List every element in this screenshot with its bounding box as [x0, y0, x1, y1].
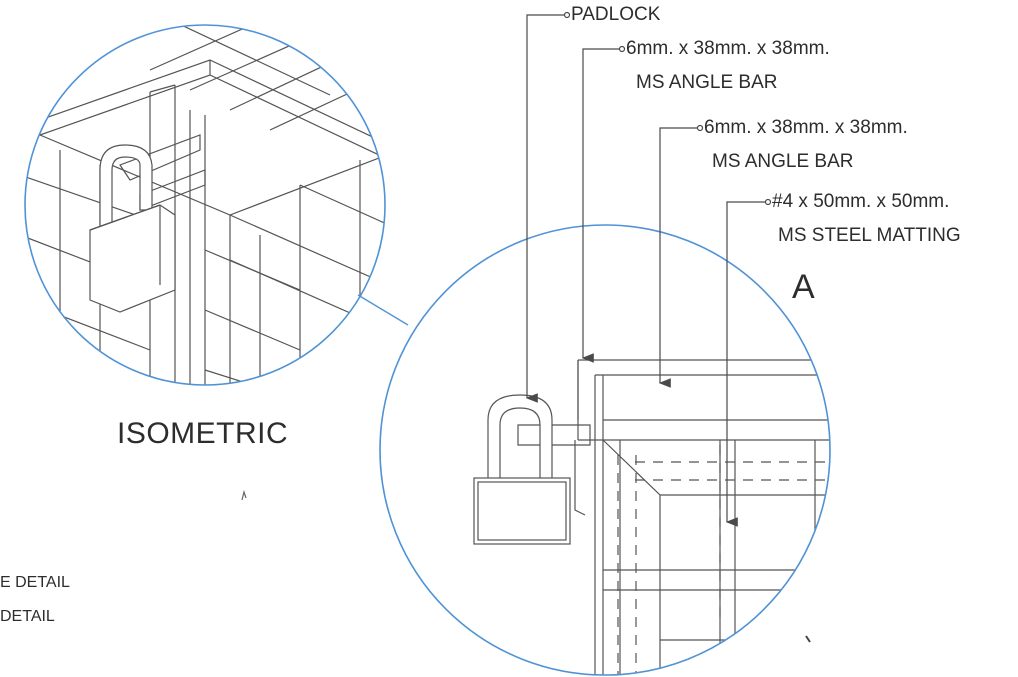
detail-marker: A — [792, 268, 815, 306]
iso-frame-block — [229, 160, 385, 385]
steel-matting — [603, 440, 830, 675]
isometric-detail-circle — [24, 24, 386, 386]
matting-name: MS STEEL MATTING — [778, 225, 961, 246]
angle-bar-2-name: MS ANGLE BAR — [712, 151, 854, 172]
angle-bar-1-size: 6mm. x 38mm. x 38mm. — [626, 38, 830, 59]
isometric-detail — [24, 24, 386, 386]
padlock — [473, 394, 571, 545]
padlock-label: PADLOCK — [571, 4, 661, 25]
padlock-leader-dot — [563, 11, 571, 19]
view-title: ISOMETRIC — [117, 417, 289, 450]
frame-corner — [602, 439, 830, 675]
padlock-leader — [525, 14, 567, 403]
iso-top-rail — [39, 59, 385, 216]
hidden-lines — [617, 445, 830, 675]
angle-bar-2-size: 6mm. x 38mm. x 38mm. — [704, 117, 908, 138]
frame-top — [577, 359, 830, 675]
matting-leader-dot — [764, 198, 772, 206]
angle-bar-1-leader — [581, 48, 622, 363]
front-detail-circle — [379, 224, 831, 676]
view-connector-line — [357, 294, 409, 326]
matting-size: #4 x 50mm. x 50mm. — [772, 191, 950, 212]
angle-bar-1-name: MS ANGLE BAR — [636, 72, 778, 93]
front-detail — [379, 224, 831, 676]
left-note-2: DETAIL — [0, 608, 55, 625]
angle-bar-1-dot — [618, 45, 626, 53]
iso-padlock — [89, 144, 176, 313]
left-note-1: E DETAIL — [0, 574, 70, 591]
hasp — [517, 360, 591, 516]
pen-mark — [805, 635, 811, 643]
iso-top-grid — [119, 25, 385, 131]
angle-bar-2-dot — [696, 124, 704, 132]
pen-mark — [241, 489, 247, 501]
matting-leader — [725, 201, 768, 527]
angle-bar-2-leader — [658, 127, 700, 388]
leader-lines — [525, 11, 772, 527]
